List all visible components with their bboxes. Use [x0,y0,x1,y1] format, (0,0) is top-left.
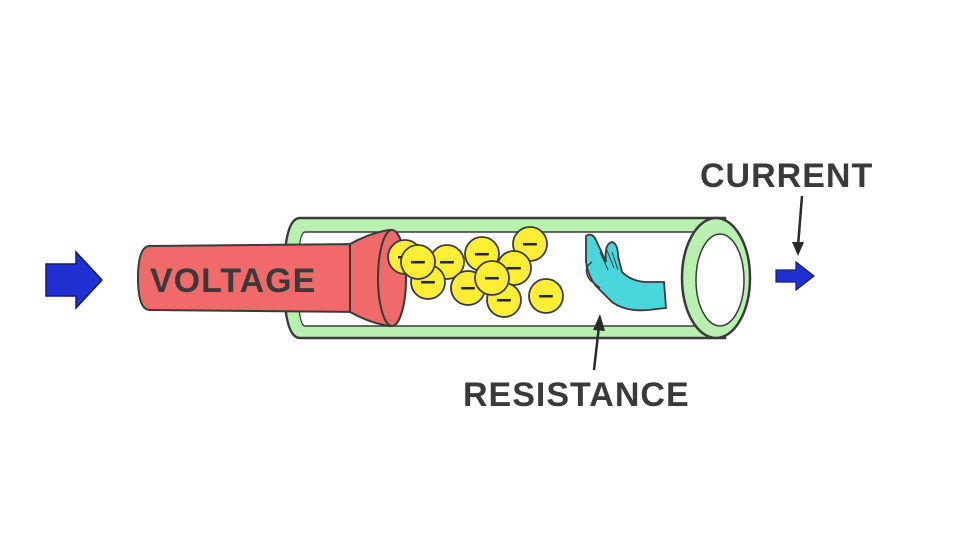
current-arrow-icon [775,260,815,292]
hand-thumb [585,261,601,289]
electron: − [474,260,510,296]
current-pointer [792,195,804,256]
input-arrow-icon [45,250,104,310]
electron: − [528,278,564,314]
electron-charge-sign: − [459,276,477,301]
voltage-plunger: VOLTAGE [136,228,407,328]
plunger-rod [136,242,363,314]
resistance-pointer [592,314,605,371]
electron-charge-sign: − [473,242,491,267]
electron-charge-sign: − [537,284,555,309]
resistance-label: RESISTANCE [463,376,690,414]
electrons: −−−−−−−−−−− [387,226,564,318]
current-label: CURRENT [700,157,873,195]
electron-charge-sign: − [483,266,501,291]
hand-icon [585,233,667,312]
pipe-opening [680,216,752,340]
electron: − [450,270,486,306]
electron-charge-sign: − [409,250,427,275]
electron-charge-sign: − [438,250,456,275]
voltage-label: VOLTAGE [150,262,316,300]
pipe-rim-inner [695,233,745,327]
electron: − [400,244,436,280]
resistance-hand [585,233,667,312]
hand-finger-lines [599,247,619,271]
electron-charge-sign: − [521,232,539,257]
